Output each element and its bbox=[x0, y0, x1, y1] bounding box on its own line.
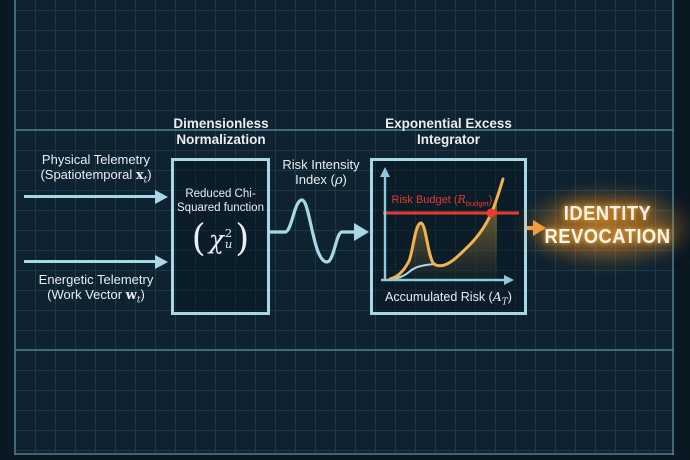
baseline-risk-path bbox=[389, 263, 435, 280]
x-axis-arrowhead-icon bbox=[504, 275, 514, 285]
input-physical-detail: (Spatiotemporal xt) bbox=[40, 167, 152, 186]
revocation-glow bbox=[517, 186, 690, 268]
input-energetic-arrow bbox=[24, 254, 168, 269]
input-energetic-title: Energetic Telemetry bbox=[38, 272, 154, 287]
chi-symbol: χ bbox=[208, 224, 224, 254]
input-physical-label: Physical Telemetry (Spatiotemporal xt) bbox=[10, 152, 182, 186]
identity-revocation-label: IDENTITY REVOCATION bbox=[544, 203, 671, 248]
y-axis-arrowhead-icon bbox=[380, 167, 390, 177]
integrator-title: Exponential Excess Integrator bbox=[385, 116, 512, 147]
risk-chart bbox=[380, 167, 519, 285]
input-energetic-label: Energetic Telemetry (Work Vector wt) bbox=[10, 272, 182, 306]
input-physical-arrow bbox=[24, 189, 168, 204]
grid-major-lower bbox=[15, 349, 674, 351]
risk-intensity-label: Risk Intensity Index (ρ) bbox=[282, 157, 360, 188]
vector-w-symbol: w bbox=[125, 288, 137, 303]
grid-major-upper bbox=[15, 129, 674, 131]
script-a-symbol: A bbox=[492, 289, 502, 304]
signal-wave-arrow bbox=[268, 198, 369, 264]
normalization-box bbox=[171, 158, 270, 315]
risk-budget-label: Risk Budget (Rbudget) bbox=[391, 193, 493, 209]
grid-major-bottom bbox=[15, 453, 674, 455]
rho-symbol: ρ bbox=[334, 173, 343, 188]
wave-arrowhead-icon bbox=[354, 223, 369, 241]
vector-x-symbol: x bbox=[135, 168, 144, 183]
accumulated-risk-label: Accumulated Risk (AT) bbox=[385, 289, 512, 308]
sine-wave-path bbox=[268, 198, 356, 264]
threshold-crossing-dot bbox=[486, 208, 496, 218]
normalization-title: Dimensionless Normalization bbox=[173, 116, 269, 147]
input-energetic-detail: (Work Vector wt) bbox=[47, 287, 145, 306]
chi-squared-caption: Reduced Chi- Squared function bbox=[177, 188, 264, 214]
r-budget-symbol: R bbox=[457, 193, 466, 206]
input-physical-title: Physical Telemetry bbox=[41, 152, 151, 167]
grid-major-left bbox=[14, 0, 16, 455]
